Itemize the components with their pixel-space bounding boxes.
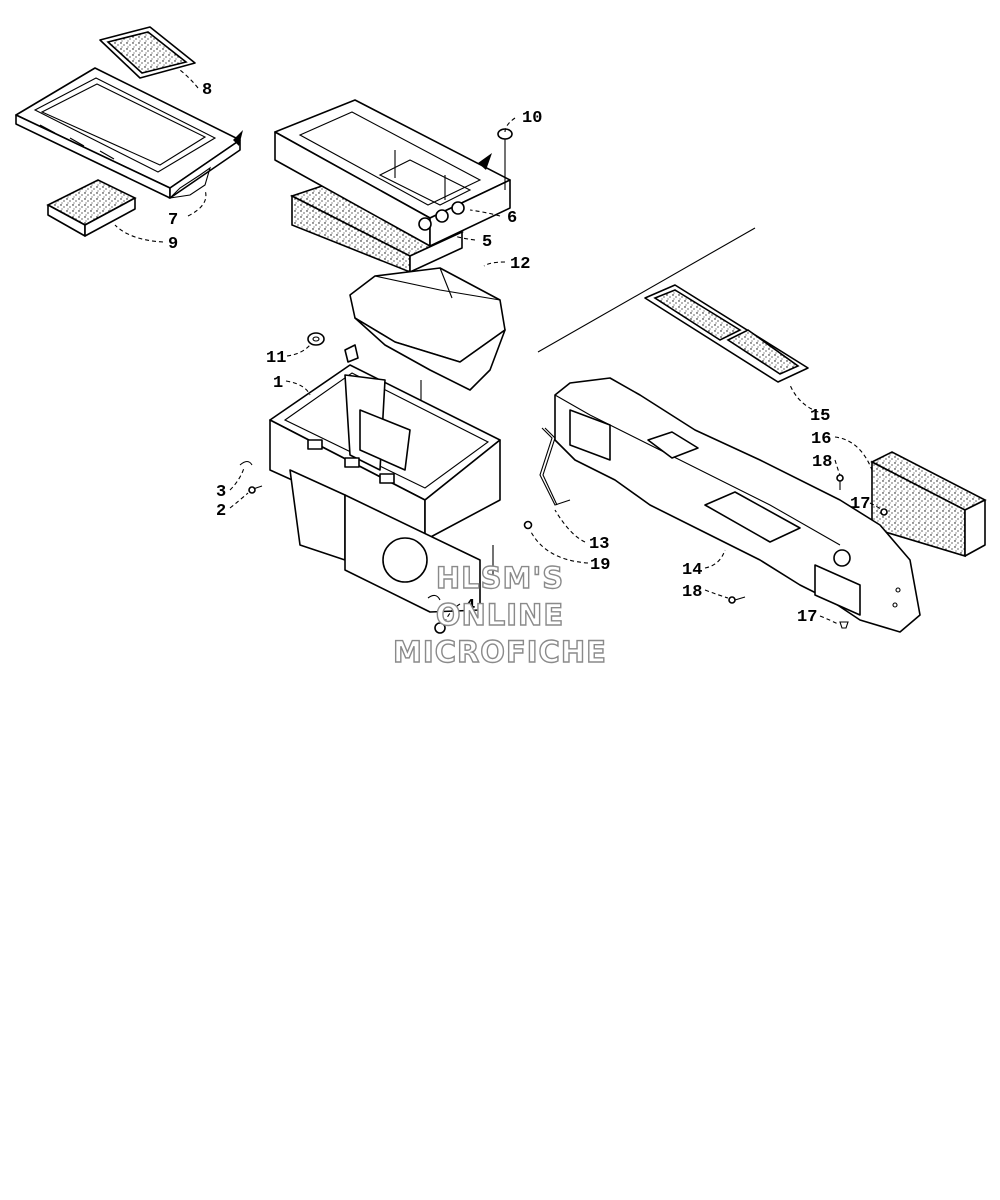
callout-3: 3 — [216, 483, 226, 502]
part-9-foam-filter — [46, 179, 137, 237]
part-16-foam-block — [870, 451, 987, 558]
part-8-grille-insert — [99, 26, 196, 79]
part-13-rod — [539, 427, 571, 506]
part-18-screw-upper — [836, 474, 844, 490]
callout-19: 19 — [590, 556, 610, 575]
part-7-cover-lid — [15, 67, 243, 199]
callout-4: 4 — [465, 597, 475, 616]
callout-11: 11 — [266, 349, 286, 368]
callout-8: 8 — [202, 81, 212, 100]
part-1-air-box — [269, 364, 501, 613]
callout-18-lower: 18 — [682, 583, 702, 602]
callout-9: 9 — [168, 235, 178, 254]
part-17-clip-upper — [880, 508, 888, 516]
watermark-line-2: ONLINE — [436, 598, 564, 632]
callout-15: 15 — [810, 407, 830, 426]
part-15-gasket — [644, 284, 809, 383]
callout-18-upper: 18 — [812, 453, 832, 472]
callout-16: 16 — [811, 430, 831, 449]
callout-17-lower: 17 — [797, 608, 817, 627]
part-6-tray — [274, 99, 511, 247]
part-18-screw-lower — [728, 596, 746, 604]
leader-lines — [114, 69, 883, 625]
part-11-grommet — [307, 332, 359, 363]
callout-2: 2 — [216, 502, 226, 521]
part-14-console — [554, 377, 921, 633]
callout-12: 12 — [510, 255, 530, 274]
part-2-screw — [248, 485, 263, 494]
callout-7: 7 — [168, 211, 178, 230]
callout-5: 5 — [482, 233, 492, 252]
callout-14: 14 — [682, 561, 702, 580]
watermark-line-3: MICROFICHE — [393, 635, 607, 669]
part-17-clip-lower — [839, 621, 849, 629]
part-12-intake-cover — [349, 267, 506, 440]
part-3-clip — [239, 460, 253, 466]
watermark-line-1: HLSM'S — [436, 561, 564, 595]
section-divider — [537, 227, 756, 353]
callout-17-upper: 17 — [850, 495, 870, 514]
callout-10: 10 — [522, 109, 542, 128]
watermark: HLSM'S ONLINE MICROFICHE — [392, 560, 607, 669]
part-4-nut — [427, 594, 446, 634]
part-19-screw — [523, 520, 533, 530]
callout-6: 6 — [507, 209, 517, 228]
callout-13: 13 — [589, 535, 609, 554]
callout-1: 1 — [273, 374, 283, 393]
part-10-push-pin — [497, 128, 513, 190]
